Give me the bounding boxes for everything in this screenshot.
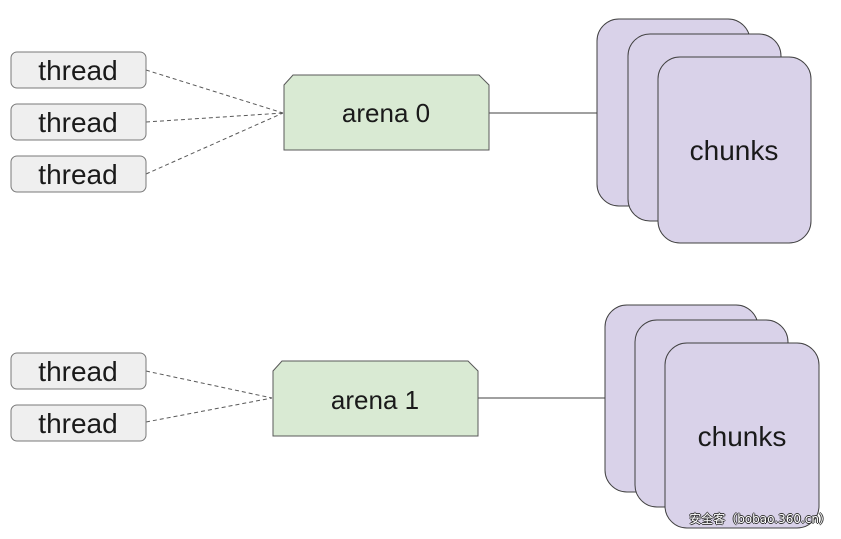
thread-node: thread bbox=[10, 352, 147, 390]
arena-label: arena 0 bbox=[342, 98, 430, 128]
thread-label: thread bbox=[38, 159, 117, 190]
chunks-stack: chunks bbox=[604, 304, 820, 529]
thread-label: thread bbox=[38, 356, 117, 387]
group-arena-1: thread thread arena 1 chunks bbox=[10, 304, 820, 529]
thread-arena-connector bbox=[145, 397, 273, 423]
arena-label: arena 1 bbox=[331, 385, 419, 415]
thread-arena-connector bbox=[145, 370, 273, 399]
arena-node: arena 1 bbox=[272, 360, 479, 437]
thread-arena-connector bbox=[145, 112, 284, 175]
thread-arena-connector bbox=[145, 69, 284, 114]
thread-label: thread bbox=[38, 55, 117, 86]
chunks-label: chunks bbox=[698, 421, 787, 452]
arena-node: arena 0 bbox=[283, 74, 490, 151]
chunk-card bbox=[657, 56, 812, 244]
thread-node: thread bbox=[10, 155, 147, 193]
thread-node: thread bbox=[10, 51, 147, 89]
thread-label: thread bbox=[38, 408, 117, 439]
thread-node: thread bbox=[10, 103, 147, 141]
thread-arena-connector bbox=[145, 112, 284, 123]
chunks-label: chunks bbox=[690, 135, 779, 166]
chunk-card bbox=[664, 342, 820, 529]
chunks-stack: chunks bbox=[596, 18, 812, 244]
group-arena-0: thread thread thread arena 0 chunks bbox=[10, 18, 812, 244]
watermark: 安全客（bobao.360.cn） bbox=[689, 512, 831, 526]
thread-label: thread bbox=[38, 107, 117, 138]
thread-node: thread bbox=[10, 404, 147, 442]
